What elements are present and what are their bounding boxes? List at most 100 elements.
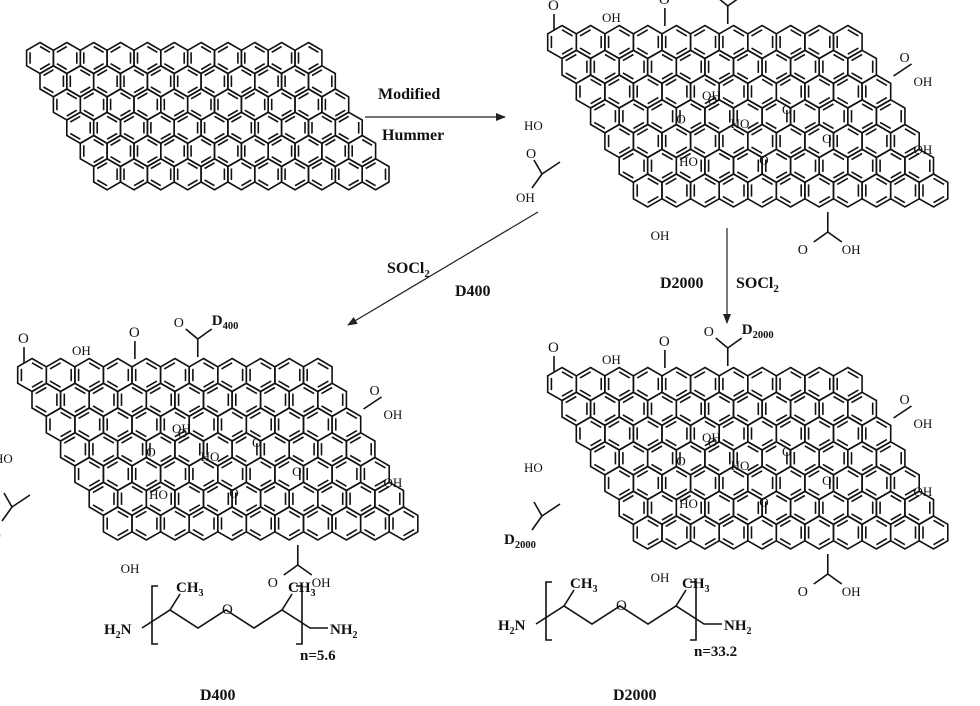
double-bond xyxy=(722,177,734,186)
double-bond xyxy=(836,96,849,105)
double-bond xyxy=(335,461,347,469)
double-bond xyxy=(822,445,834,453)
double-bond xyxy=(618,389,631,397)
double-bond xyxy=(847,47,859,55)
double-bond xyxy=(590,96,602,105)
double-bond xyxy=(39,63,51,71)
double-bond xyxy=(661,513,673,521)
double-bond xyxy=(288,528,301,537)
double-bond xyxy=(260,362,272,370)
double-bond xyxy=(74,386,86,395)
double-bond xyxy=(163,380,176,388)
double-bond xyxy=(833,494,845,503)
double-bond xyxy=(79,86,91,94)
double-bond xyxy=(227,109,239,117)
hydroxyl-label: OH xyxy=(702,430,721,445)
double-bond xyxy=(765,463,777,472)
double-bond xyxy=(245,405,258,413)
double-bond xyxy=(836,195,849,204)
double-bond xyxy=(221,380,233,388)
double-bond xyxy=(93,138,105,146)
double-bond xyxy=(661,171,673,179)
double-bond xyxy=(137,92,148,100)
double-bond xyxy=(618,470,631,478)
double-bond xyxy=(149,405,161,413)
double-bond xyxy=(311,179,323,187)
double-bond xyxy=(78,411,90,420)
double-bond xyxy=(647,78,659,87)
double-bond xyxy=(278,461,290,469)
double-bond xyxy=(83,109,95,117)
hydroxyl-label: OH xyxy=(651,570,670,585)
double-bond xyxy=(761,519,774,528)
socl2-right-label: SOCl2 xyxy=(736,275,779,295)
double-bond xyxy=(679,395,691,404)
amine-end-left: H2N xyxy=(104,622,132,641)
double-bond xyxy=(306,429,319,438)
double-bond xyxy=(221,461,233,469)
epoxide-oxygen: O xyxy=(252,435,261,450)
double-bond xyxy=(56,63,68,71)
double-bond xyxy=(593,121,606,130)
hexagon-ring xyxy=(918,173,949,208)
double-bond xyxy=(790,488,802,496)
double-bond xyxy=(861,463,874,472)
double-bond xyxy=(779,78,792,87)
double-bond xyxy=(679,494,691,503)
double-bond xyxy=(822,463,834,472)
double-bond xyxy=(622,152,634,161)
double-bond xyxy=(718,171,731,179)
double-bond xyxy=(135,528,147,537)
double-bond xyxy=(103,454,115,463)
double-bond xyxy=(35,405,47,413)
double-bond xyxy=(200,156,212,164)
double-bond xyxy=(306,510,319,519)
double-bond xyxy=(775,152,788,161)
double-bond xyxy=(160,454,172,463)
double-bond xyxy=(590,420,602,429)
double-bond xyxy=(636,488,649,496)
double-bond xyxy=(93,63,105,71)
double-bond xyxy=(133,69,145,77)
double-bond xyxy=(565,72,577,80)
double-bond xyxy=(298,92,309,100)
double-bond xyxy=(865,146,877,154)
double-bond xyxy=(231,115,242,123)
double-bond xyxy=(765,445,777,453)
double-bond xyxy=(933,195,945,204)
double-bond xyxy=(241,69,252,77)
double-bond xyxy=(221,479,233,487)
double-bond xyxy=(908,513,920,521)
double-bond xyxy=(93,156,105,164)
d2000-caption: D2000 xyxy=(613,687,657,704)
double-bond xyxy=(311,86,323,94)
double-bond xyxy=(736,53,749,62)
double-bond xyxy=(904,128,916,136)
double-bond xyxy=(622,414,634,422)
double-bond xyxy=(618,47,631,55)
double-bond xyxy=(618,29,631,37)
double-bond xyxy=(96,179,108,187)
double-bond xyxy=(43,86,54,94)
double-bond xyxy=(636,470,649,478)
double-bond xyxy=(733,29,745,37)
double-bond xyxy=(779,96,792,105)
double-bond xyxy=(565,53,577,62)
double-bond xyxy=(779,195,792,204)
double-bond xyxy=(106,380,119,388)
double-bond xyxy=(217,45,229,53)
double-bond xyxy=(106,132,118,140)
double-bond xyxy=(254,63,266,71)
double-bond xyxy=(618,146,631,154)
double-bond xyxy=(311,69,323,77)
double-bond xyxy=(69,132,81,140)
double-bond xyxy=(217,436,229,444)
double-bond xyxy=(718,72,731,80)
hydroxyl-label: OH xyxy=(702,88,721,103)
double-bond xyxy=(851,152,863,161)
double-bond xyxy=(106,115,118,123)
double-bond xyxy=(833,152,845,161)
double-bond xyxy=(263,386,276,395)
hydroxyl-label: HO xyxy=(679,154,698,169)
